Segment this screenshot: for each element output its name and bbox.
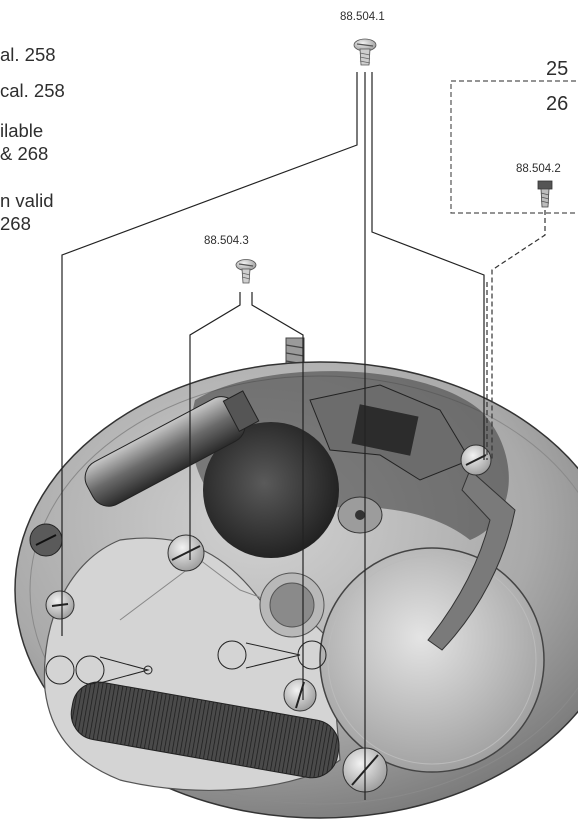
screw-icon <box>538 181 552 207</box>
screw-icon <box>236 260 256 284</box>
gear-wheel <box>260 573 324 637</box>
plate-screw <box>284 679 316 711</box>
part-label-88-504-1: 88.504.1 <box>340 11 385 23</box>
plate-screw <box>168 535 204 571</box>
plate-screw <box>30 524 62 556</box>
variant-cal-26: 26 <box>546 93 568 115</box>
part-label-88-504-3: 88.504.3 <box>204 235 249 247</box>
battery <box>320 548 544 772</box>
part-label-88-504-2: 88.504.2 <box>516 163 561 175</box>
plate-screw <box>46 591 74 619</box>
screw-icon <box>354 39 376 65</box>
variant-cal-25: 25 <box>546 58 568 80</box>
